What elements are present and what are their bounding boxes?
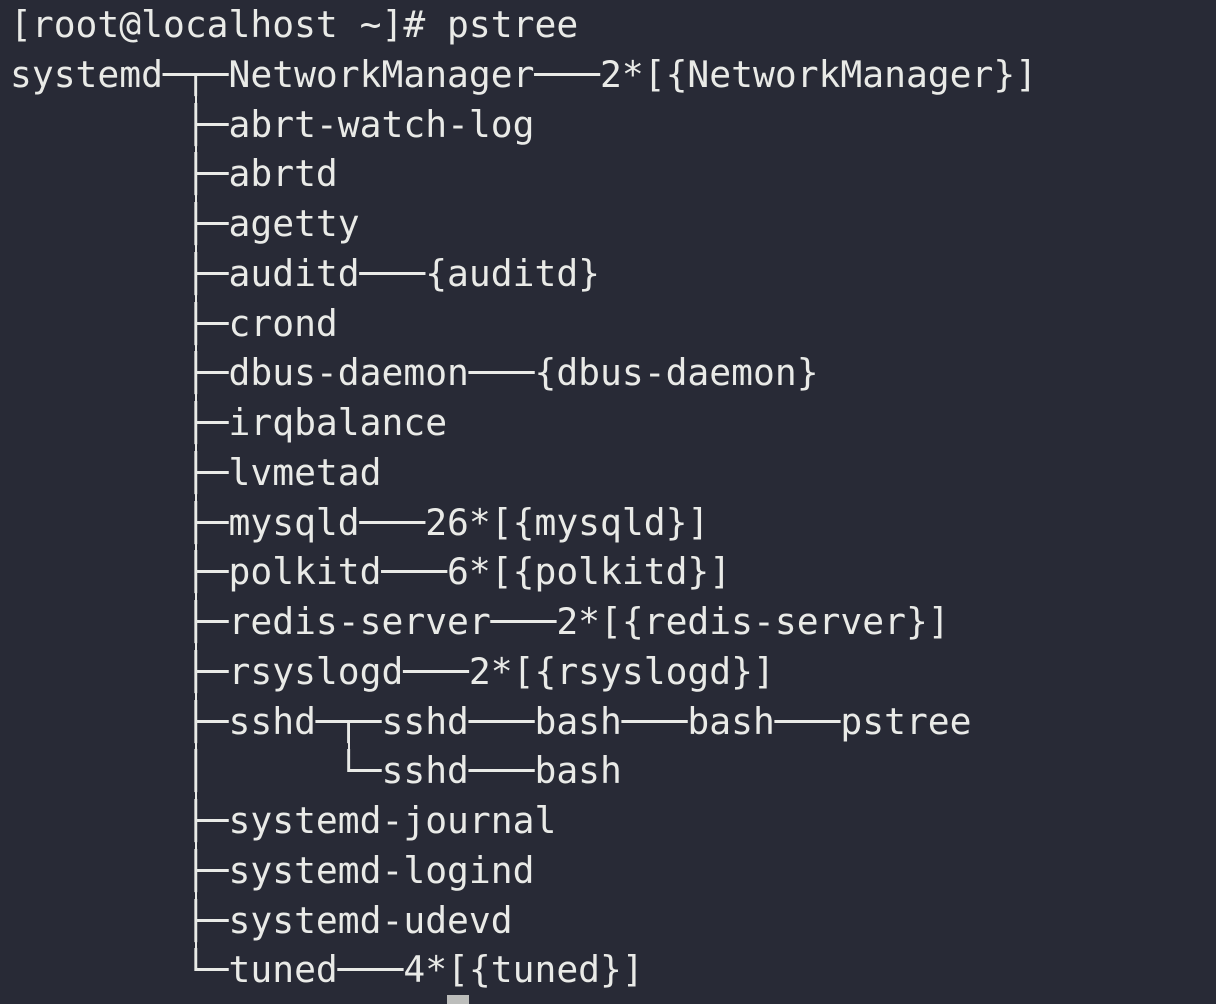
terminal-cursor: [447, 995, 469, 1004]
terminal-line: ├─abrtd: [10, 152, 338, 196]
terminal-line: ├─irqbalance: [10, 401, 448, 444]
terminal-line: ├─systemd-logind: [10, 848, 535, 892]
terminal-line: ├─crond: [10, 301, 338, 345]
terminal-line: ├─dbus-daemon───{dbus-daemon}: [10, 351, 819, 395]
terminal-line: ├─lvmetad: [10, 450, 382, 494]
terminal-line: [10, 995, 1037, 1004]
terminal-line: ├─agetty: [10, 202, 360, 245]
terminal-line: ├─polkitd───6*[{polkitd}]: [10, 550, 732, 594]
terminal-line: ├─redis-server───2*[{redis-server}]: [10, 600, 950, 643]
terminal-line: systemd─┬─NetworkManager───2*[{NetworkMa…: [10, 52, 1038, 96]
terminal-line: │ └─sshd───bash: [10, 749, 622, 793]
terminal-line: [root@localhost ~]# pstree: [10, 3, 579, 46]
terminal-line: ├─mysqld───26*[{mysqld}]: [10, 500, 710, 544]
terminal-output: [root@localhost ~]# pstree systemd─┬─Netw…: [10, 0, 1037, 1004]
terminal-line: └─tuned───4*[{tuned}]: [10, 948, 644, 992]
terminal-line: ├─abrt-watch-log: [10, 102, 535, 146]
tree-sshd-branch-line: [347, 721, 350, 772]
terminal-line: ├─systemd-udevd: [10, 898, 513, 942]
terminal-line: ├─systemd-journal: [10, 799, 557, 842]
terminal-line: ├─rsyslogd───2*[{rsyslogd}]: [10, 649, 775, 693]
terminal-line: ├─sshd─┬─sshd───bash───bash───pstree: [10, 699, 972, 743]
terminal-line: ├─auditd───{auditd}: [10, 251, 601, 295]
tree-trunk-line: [194, 74, 197, 971]
